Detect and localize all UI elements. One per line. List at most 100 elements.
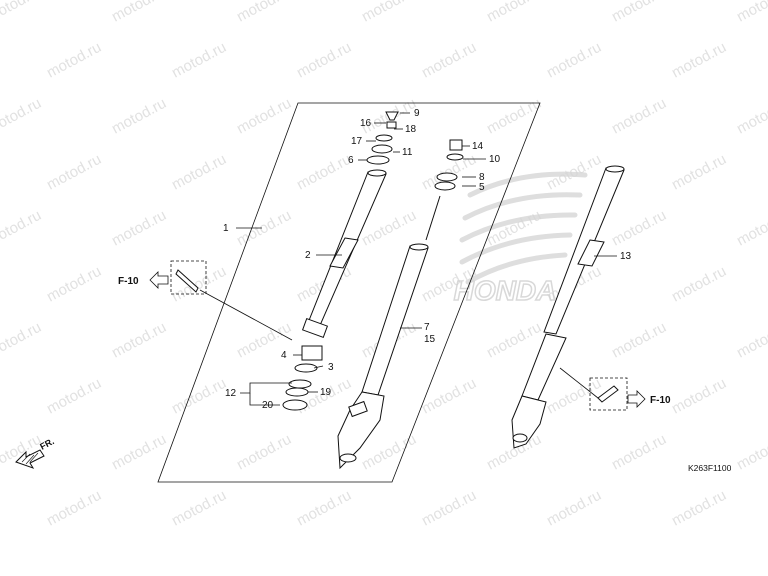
- callout-16: 16: [360, 118, 372, 129]
- bolt-leader-right: [559, 367, 599, 399]
- assembled-fork: [511, 165, 625, 449]
- watermark-text: motod.ru: [169, 39, 229, 82]
- watermark-text: motod.ru: [0, 95, 44, 138]
- callout-10: 10: [489, 154, 501, 165]
- watermark-text: motod.ru: [734, 95, 768, 138]
- o-ring-17: [375, 134, 393, 142]
- watermark-text: motod.ru: [294, 151, 354, 194]
- callout-9: 9: [414, 108, 420, 119]
- watermark-text: motod.ru: [669, 375, 729, 418]
- watermark-text: motod.ru: [609, 0, 669, 26]
- watermark-text: motod.ru: [419, 39, 479, 82]
- watermark-text: motod.ru: [294, 39, 354, 82]
- watermark-text: motod.ru: [669, 151, 729, 194]
- inner-tube-top: [409, 243, 429, 251]
- watermark-text: motod.ru: [294, 487, 354, 530]
- callout-4: 4: [281, 350, 287, 361]
- watermark-text: motod.ru: [669, 263, 729, 306]
- outer-tube-bottom: [301, 317, 329, 339]
- callouts: 1 2 3 4 5 6 7 8 9 10 11 12 13 14 15 16 1…: [223, 108, 632, 411]
- callout-15: 15: [424, 334, 436, 345]
- callout-18: 18: [405, 124, 417, 135]
- callout-19: 19: [320, 387, 332, 398]
- watermark-text: motod.ru: [44, 151, 104, 194]
- stopper-ring: [288, 379, 312, 389]
- top-bolt-stack: [366, 111, 399, 165]
- right-bolt: [559, 367, 628, 411]
- watermark-text: motod.ru: [544, 487, 604, 530]
- bolt-leader-left: [199, 289, 293, 341]
- callout-leaders: [236, 112, 617, 406]
- watermark-text: motod.ru: [0, 207, 44, 250]
- back-up-ring: [285, 387, 309, 397]
- watermark-text: motod.ru: [734, 207, 768, 250]
- watermark-text: motod.ru: [169, 375, 229, 418]
- watermark-text: motod.ru: [734, 431, 768, 474]
- ref-arrow-right: F-10: [627, 390, 671, 408]
- watermark-text: motod.ru: [609, 431, 669, 474]
- watermark-text: motod.ru: [484, 0, 544, 26]
- watermark-text: motod.ru: [109, 431, 169, 474]
- callout-3: 3: [328, 362, 334, 373]
- ref-box-right: [589, 377, 628, 411]
- watermark-text: motod.ru: [44, 487, 104, 530]
- callout-6: 6: [348, 155, 354, 166]
- watermark-text: motod.ru: [44, 263, 104, 306]
- watermark-text: motod.ru: [234, 0, 294, 26]
- ref-arrow-left: F-10: [118, 271, 169, 289]
- watermark-text: motod.ru: [44, 375, 104, 418]
- assembly-boundary: [157, 102, 541, 483]
- arrow-left-icon: [149, 271, 169, 289]
- watermark-text: motod.ru: [109, 0, 169, 26]
- ref-label-left: F-10: [118, 276, 139, 287]
- watermark-text: motod.ru: [109, 207, 169, 250]
- honda-logo-text: HONDA: [454, 275, 557, 306]
- left-bolt: [170, 260, 293, 341]
- watermark-text: motod.ru: [169, 487, 229, 530]
- watermark-text: motod.ru: [419, 375, 479, 418]
- callout-2: 2: [305, 250, 311, 261]
- damper-rod: [425, 195, 441, 241]
- front-label: FR.: [38, 436, 55, 452]
- arrow-right-icon: [627, 390, 646, 408]
- drawing-code: K263F1100: [688, 463, 732, 473]
- assembled-band: [577, 239, 605, 267]
- watermark-text: motod.ru: [734, 0, 768, 26]
- callout-17: 17: [351, 136, 363, 147]
- part-14: [449, 139, 463, 151]
- caliper-mount: [348, 400, 368, 418]
- watermark-text: motod.ru: [169, 263, 229, 306]
- watermark-text: motod.ru: [109, 95, 169, 138]
- watermark-text: motod.ru: [109, 319, 169, 362]
- callout-7: 7: [424, 322, 430, 333]
- watermark-text: motod.ru: [234, 95, 294, 138]
- watermark-text: motod.ru: [359, 0, 419, 26]
- watermark-text: motod.ru: [169, 151, 229, 194]
- callout-5: 5: [479, 182, 485, 193]
- watermark-text: motod.ru: [609, 207, 669, 250]
- callout-20: 20: [262, 400, 274, 411]
- watermark-text: motod.ru: [734, 319, 768, 362]
- honda-wing-logo: HONDA: [453, 171, 588, 307]
- damper-top-parts: [425, 139, 464, 241]
- slide-bushing: [301, 345, 323, 361]
- callout-13: 13: [620, 251, 632, 262]
- callout-14: 14: [472, 141, 484, 152]
- adjuster-o-ring: [386, 121, 397, 129]
- outer-tube-band: [329, 237, 359, 269]
- socket-bolt-right: [597, 385, 619, 403]
- part-10: [446, 153, 464, 161]
- callout-8: 8: [479, 172, 485, 183]
- oil-seal: [294, 363, 318, 373]
- watermark-text: motod.ru: [419, 487, 479, 530]
- inner-tube-assembly: [337, 243, 429, 470]
- part-5: [434, 181, 456, 191]
- o-ring-6: [366, 155, 390, 165]
- adjuster-cap: [385, 111, 399, 121]
- watermark-text: motod.ru: [484, 319, 544, 362]
- callout-11: 11: [402, 147, 413, 158]
- assembled-inner-tube: [521, 333, 567, 401]
- watermark-text: motod.ru: [669, 487, 729, 530]
